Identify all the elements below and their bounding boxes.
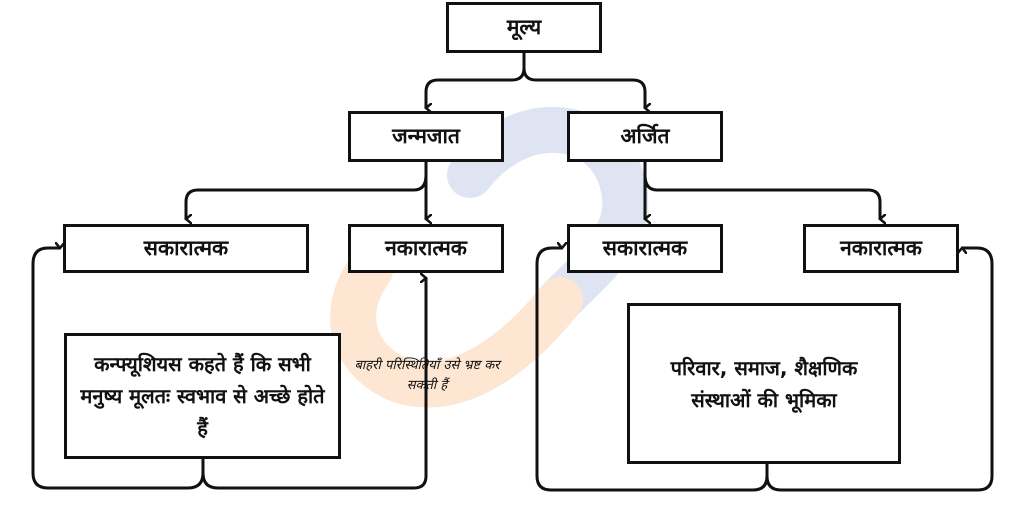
node-innate-negative: नकारात्मक [348,224,504,273]
edge-root-to-acquired [522,67,645,108]
edge-innate-to-positive [186,174,428,219]
note-confucius: कन्फ्यूशियस कहते हैं कि सभी मनुष्य मूलतः… [64,333,341,459]
node-innate-positive: सकारात्मक [63,224,309,273]
node-acquired: अर्जित [567,111,723,162]
edge-root-to-innate [426,52,526,108]
node-values: मूल्य [446,2,602,53]
node-innate: जन्मजात [348,111,504,162]
edge-institutions-bracket [535,248,769,492]
edge-confucius-bracket [31,248,205,490]
note-external-circumstances: बाहरी परिस्थितियाँ उसे भ्रष्ट कर सकती है… [354,358,500,394]
node-acquired-positive: सकारात्मक [567,224,723,273]
node-acquired-negative: नकारात्मक [803,224,959,273]
note-institutions: परिवार, समाज, शैक्षणिक संस्थाओं की भूमिक… [627,303,901,464]
edge-acquired-to-negative [643,174,880,219]
